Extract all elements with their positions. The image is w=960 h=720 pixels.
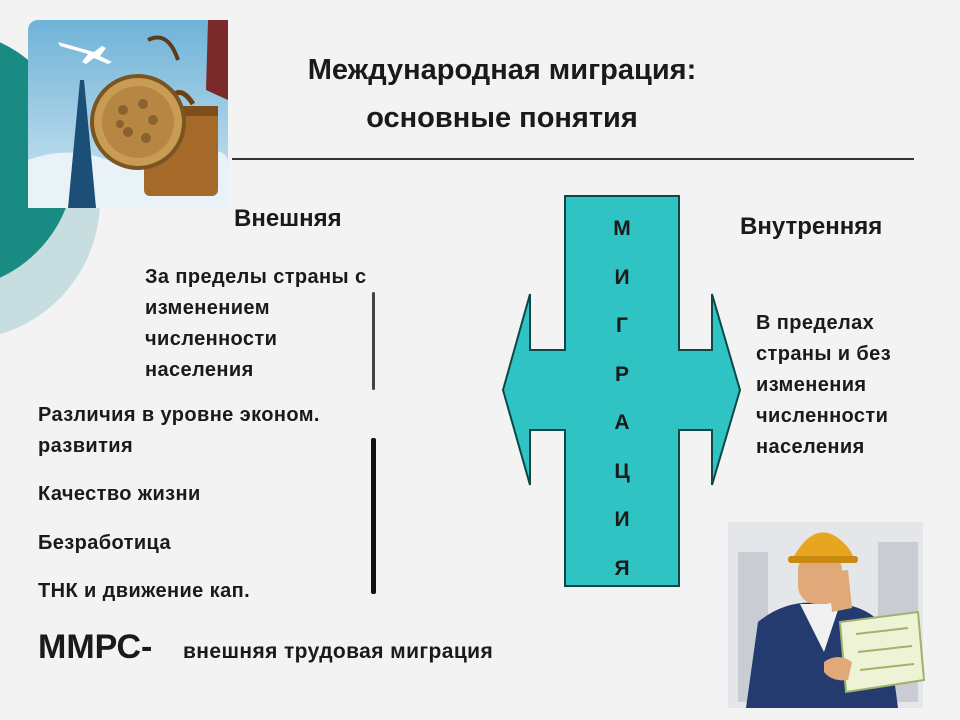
external-definition-line: изменением bbox=[145, 297, 270, 319]
arrow-letter: Ц bbox=[614, 459, 630, 483]
worker-with-map-illustration bbox=[728, 522, 926, 708]
arrow-letter: М bbox=[613, 217, 631, 240]
factor-line: Различия в уровне эконом. bbox=[38, 404, 320, 426]
title-line-1: Международная миграция: bbox=[307, 54, 697, 86]
migration-cross-arrow bbox=[501, 195, 742, 587]
arrow-letter: А bbox=[614, 411, 630, 434]
internal-definition-line: населения bbox=[756, 436, 865, 458]
airplane-icon bbox=[58, 42, 112, 64]
title-divider bbox=[232, 158, 914, 160]
mmrs-abbreviation: ММРС- bbox=[38, 628, 153, 666]
internal-definition: В пределах страны и без изменения числен… bbox=[756, 308, 891, 463]
factor-item: Различия в уровне эконом. развития bbox=[38, 400, 320, 462]
external-definition-line: населения bbox=[145, 359, 254, 381]
title-line-2: основные понятия bbox=[366, 102, 638, 134]
factor-line: развития bbox=[38, 435, 134, 457]
factor-item: Качество жизни bbox=[38, 483, 201, 505]
arrow-letter: Я bbox=[614, 556, 630, 580]
arrow-letter: И bbox=[614, 508, 630, 531]
arrow-letter: Р bbox=[614, 362, 629, 386]
arrow-letter: И bbox=[614, 265, 630, 289]
factor-item: Безработица bbox=[38, 532, 172, 554]
divider-line-lower bbox=[371, 438, 376, 594]
external-definition-line: За пределы страны с bbox=[145, 266, 367, 288]
internal-definition-line: страны и без bbox=[756, 343, 892, 365]
internal-definition-line: изменения bbox=[756, 374, 867, 396]
internal-definition-line: численности bbox=[756, 405, 889, 427]
migration-vertical-word: М И Г Р А Ц И Я bbox=[565, 214, 679, 602]
internal-heading: Внутренняя bbox=[740, 213, 883, 240]
factor-item: ТНК и движение кап. bbox=[38, 580, 251, 602]
external-heading: Внешняя bbox=[234, 205, 342, 232]
external-definition-line: численности bbox=[145, 328, 278, 350]
divider-line-upper bbox=[372, 292, 375, 390]
mmrs-definition: внешняя трудовая миграция bbox=[183, 640, 494, 663]
arrow-letter: Г bbox=[616, 314, 628, 337]
internal-definition-line: В пределах bbox=[756, 312, 875, 334]
travel-suitcase-illustration bbox=[28, 20, 228, 208]
external-definition: За пределы страны с изменением численнос… bbox=[145, 262, 367, 386]
